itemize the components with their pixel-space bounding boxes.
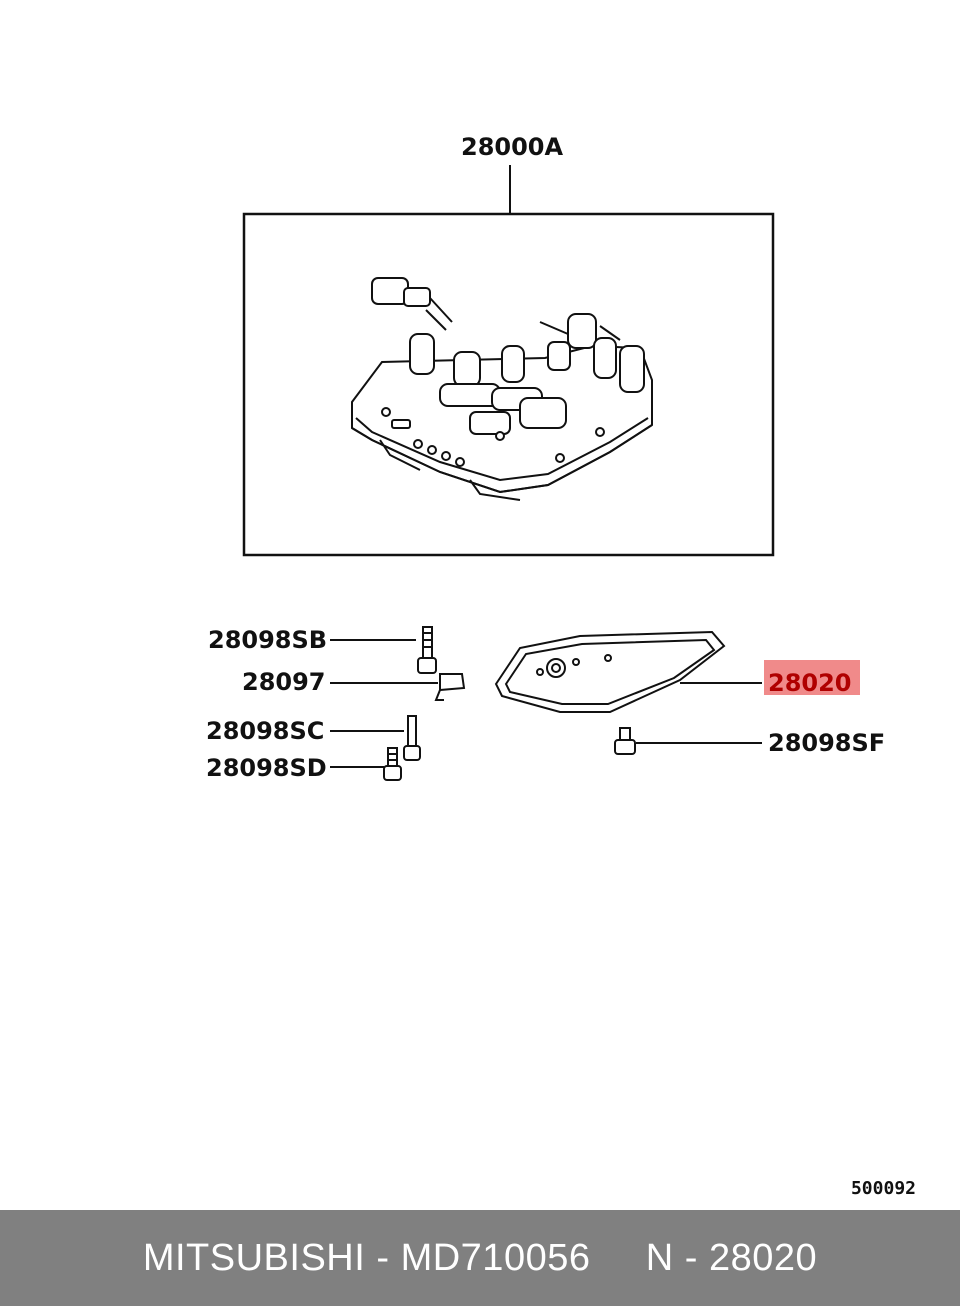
leader-lines bbox=[330, 639, 762, 768]
label-28000a[interactable]: 28000A bbox=[461, 133, 564, 161]
valve-body-illustration bbox=[351, 277, 653, 501]
footer-bar: MITSUBISHI - MD710056 N - 28020 bbox=[0, 1210, 960, 1306]
label-28098sd[interactable]: 28098SD bbox=[206, 754, 327, 782]
label-28020[interactable]: 28020 bbox=[768, 669, 852, 697]
bracket-shape bbox=[434, 673, 466, 701]
label-28098sf[interactable]: 28098SF bbox=[768, 729, 886, 757]
footer-part-number: MD710056 bbox=[400, 1236, 591, 1279]
highlight-box bbox=[764, 660, 860, 695]
footer-position: N - 28020 bbox=[645, 1236, 818, 1279]
label-28098sc[interactable]: 28098SC bbox=[206, 717, 325, 745]
diagram-reference: 500092 bbox=[850, 1178, 916, 1199]
bolt-sb-shape bbox=[417, 626, 437, 674]
bolt-sd-shape bbox=[383, 747, 402, 781]
label-28098sb[interactable]: 28098SB bbox=[208, 626, 328, 654]
footer-brand: MITSUBISHI bbox=[142, 1236, 366, 1279]
footer-text: MITSUBISHI - MD710056 N - 28020 bbox=[143, 1237, 817, 1280]
assembly-frame bbox=[242, 212, 775, 557]
bolt-sf-shape bbox=[614, 727, 636, 755]
bolt-sc-shape bbox=[403, 715, 421, 761]
parts-diagram: 28000A 28098SB 28097 28098SC 28098SD 280… bbox=[206, 133, 916, 1199]
diagram-drawing bbox=[242, 165, 775, 781]
label-28097[interactable]: 28097 bbox=[242, 668, 326, 696]
footer-separator: - bbox=[365, 1236, 401, 1279]
filter-shape bbox=[494, 630, 726, 713]
